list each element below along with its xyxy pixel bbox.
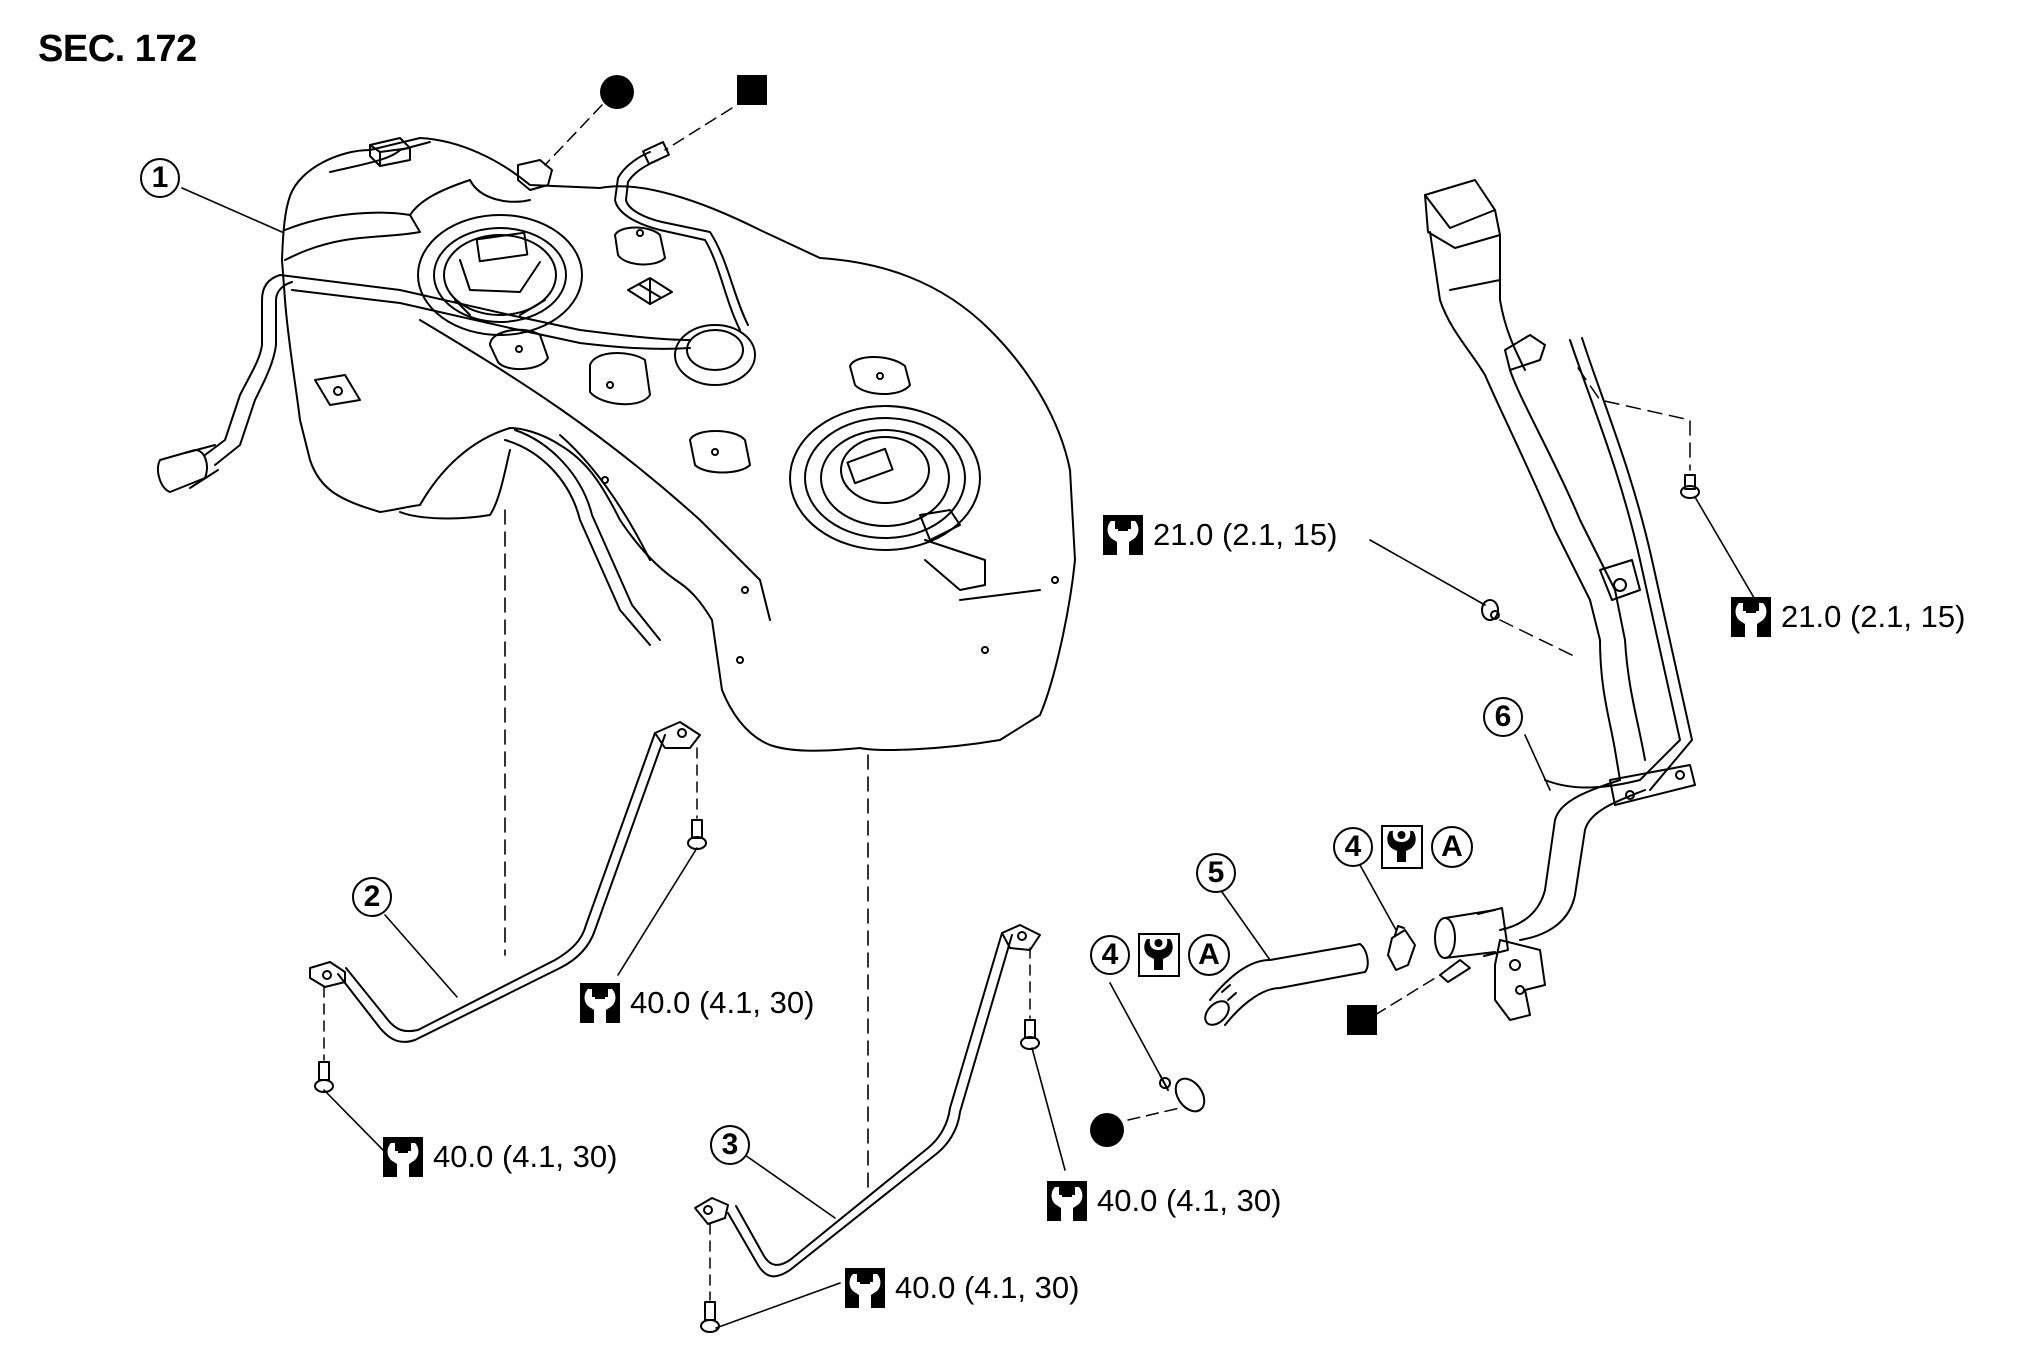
torque-spec-filler-bracket-right: 21.0 (2.1, 15)	[1731, 597, 1965, 637]
callout-6-leader	[1524, 734, 1551, 791]
torque-band2-front-leader	[323, 1089, 386, 1153]
torque-value: 21.0 (2.1, 15)	[1153, 517, 1338, 552]
callout-4-right: 4 A	[1333, 825, 1473, 869]
section-title: SEC. 172	[38, 28, 197, 70]
torque-value: 40.0 (4.1, 30)	[895, 1270, 1080, 1305]
part-number-badge: 2	[352, 877, 392, 917]
filler-bracket-bolt-right	[1577, 367, 1761, 609]
fuel-tank-band-2	[309, 721, 701, 1043]
band2-rear-bolt	[687, 747, 707, 850]
torque-band2-rear-leader	[617, 847, 698, 976]
tightening-procedure-icon	[1138, 933, 1180, 977]
reference-letter-a: A	[1431, 826, 1473, 868]
torque-wrench-icon	[1103, 515, 1143, 555]
callout-3: 3	[710, 1125, 750, 1165]
band3-rear-bolt	[1020, 947, 1040, 1050]
torque-wrench-icon	[580, 983, 620, 1023]
part-number-badge: 6	[1483, 697, 1523, 737]
square-marker-leader-bottom	[1374, 974, 1441, 1016]
callout-4-left: 4 A	[1090, 933, 1230, 977]
circle-connection-marker-top	[600, 75, 634, 109]
torque-spec-band2-front: 40.0 (4.1, 30)	[383, 1137, 617, 1177]
torque-spec-band2-rear: 40.0 (4.1, 30)	[580, 983, 814, 1023]
callout-1: 1	[140, 158, 180, 198]
torque-value: 40.0 (4.1, 30)	[1097, 1183, 1282, 1218]
circle-connection-marker-bottom	[1090, 1113, 1124, 1147]
torque-wrench-icon	[1047, 1181, 1087, 1221]
filler-bracket-bolt-left	[1369, 539, 1579, 659]
band3-front-bolt	[700, 1223, 720, 1333]
part-number-badge: 5	[1196, 853, 1236, 893]
torque-value: 40.0 (4.1, 30)	[630, 985, 815, 1020]
fuel-tank-band-3	[694, 924, 1041, 1278]
torque-band3-rear-leader	[1031, 1047, 1066, 1171]
torque-band3-front-leader	[715, 1282, 841, 1329]
part-number-badge: 3	[710, 1125, 750, 1165]
torque-wrench-icon	[383, 1137, 423, 1177]
torque-wrench-icon	[845, 1268, 885, 1308]
circle-marker-leader-bottom	[1127, 1107, 1181, 1121]
callout-1-leader	[181, 187, 283, 233]
part-number-badge: 4	[1090, 935, 1130, 975]
square-connection-marker-bottom	[1347, 1005, 1377, 1035]
hose-clamp-right	[1387, 925, 1416, 971]
filler-tube	[1424, 179, 1696, 1021]
square-connection-marker-top	[737, 75, 767, 105]
torque-spec-band3-front: 40.0 (4.1, 30)	[845, 1268, 1079, 1308]
torque-value: 21.0 (2.1, 15)	[1781, 599, 1966, 634]
tightening-procedure-icon	[1381, 825, 1423, 869]
reference-letter-a: A	[1188, 934, 1230, 976]
torque-spec-filler-bracket-left: 21.0 (2.1, 15)	[1103, 515, 1337, 555]
callout-2-leader	[384, 914, 458, 998]
torque-wrench-icon	[1731, 597, 1771, 637]
callout-3-leader	[744, 1154, 836, 1219]
callout-4a-leader	[1109, 982, 1161, 1076]
callout-2: 2	[352, 877, 392, 917]
square-marker-leader-top	[664, 97, 749, 151]
callout-5-leader	[1221, 891, 1271, 961]
band2-front-bolt	[314, 986, 334, 1093]
torque-value: 40.0 (4.1, 30)	[433, 1139, 618, 1174]
part-number-badge: 1	[140, 158, 180, 198]
circle-marker-leader-top	[544, 104, 603, 166]
callout-5: 5	[1196, 853, 1236, 893]
callout-6: 6	[1483, 697, 1523, 737]
hose-clamp-left	[1159, 1074, 1206, 1113]
callout-4b-leader	[1359, 864, 1397, 931]
fuel-tank	[157, 137, 1076, 752]
part-number-badge: 4	[1333, 827, 1373, 867]
torque-spec-band3-rear: 40.0 (4.1, 30)	[1047, 1181, 1281, 1221]
